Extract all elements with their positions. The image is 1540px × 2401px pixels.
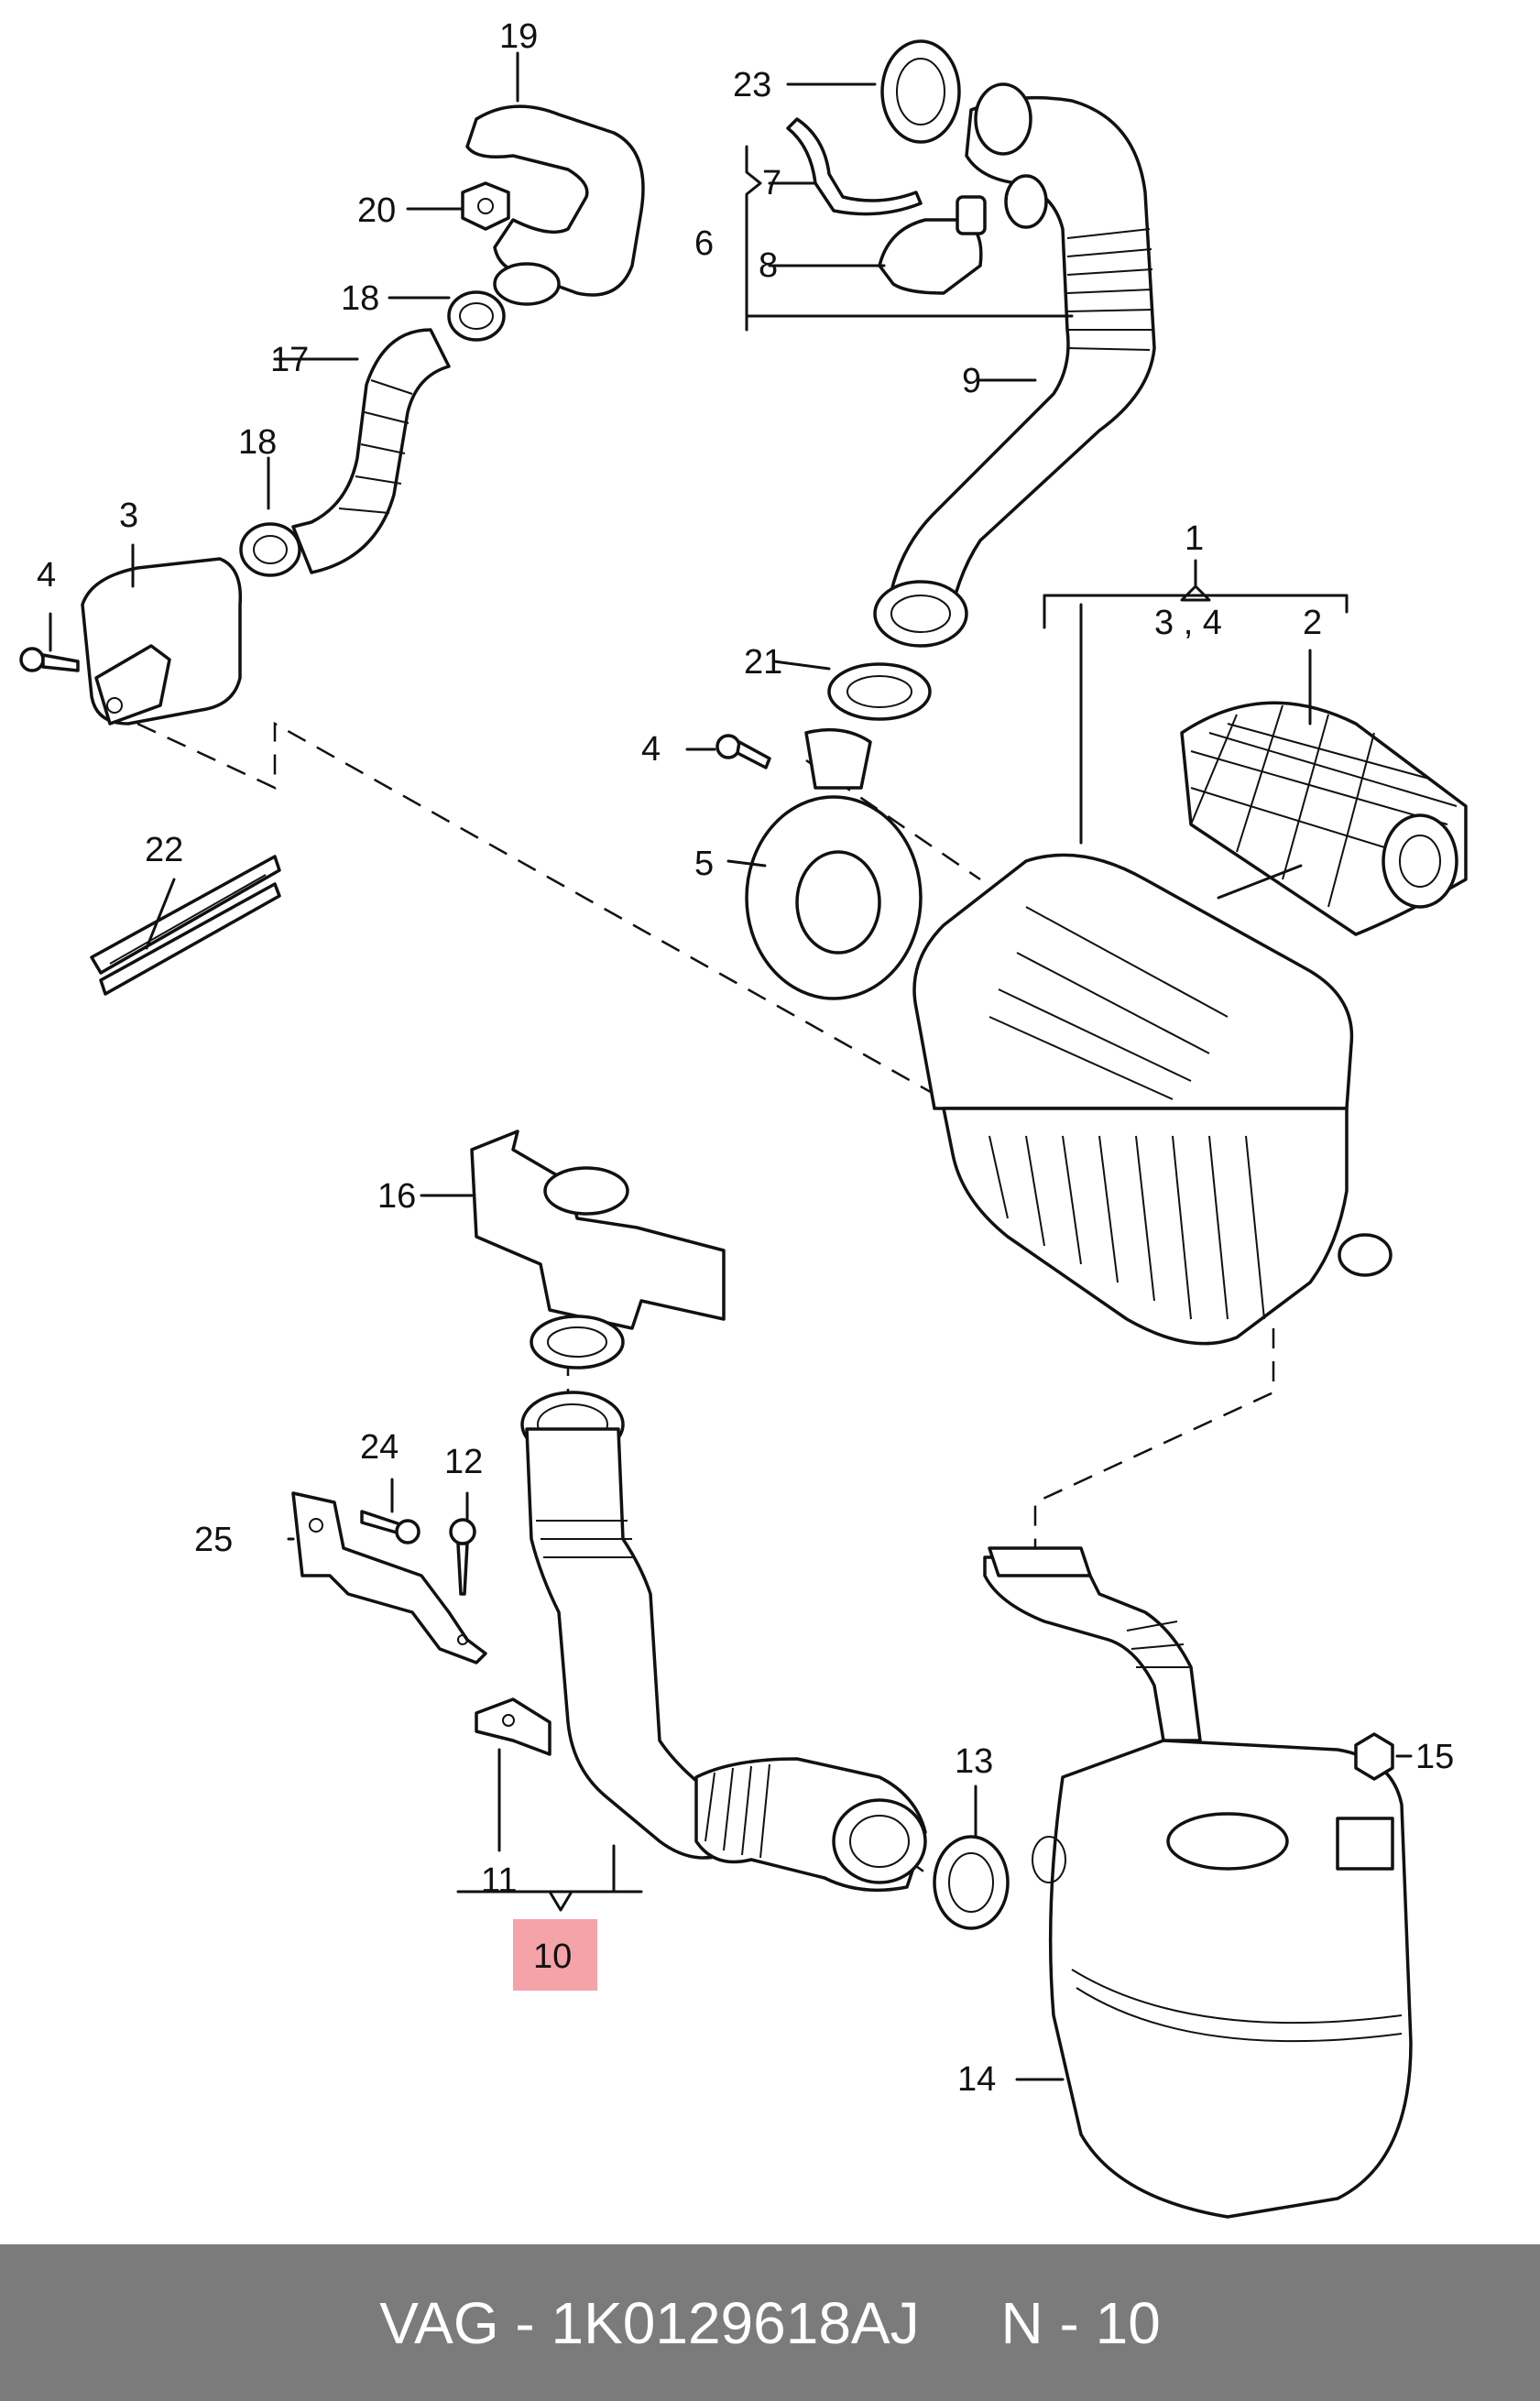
part-19-coolant-pipe	[465, 104, 645, 306]
callout-19: 19	[499, 17, 538, 56]
part-11-clip	[475, 1697, 552, 1756]
part-17-corrugated-hose	[291, 328, 451, 574]
part-15-nut	[1354, 1732, 1394, 1781]
part-4-screw-mid	[715, 734, 771, 769]
part-22-cable-tie	[90, 855, 281, 996]
callout-12: 12	[444, 1443, 483, 1481]
callout-5: 5	[694, 845, 714, 883]
callout-18-upper: 18	[341, 279, 379, 318]
part-12-screw	[449, 1518, 476, 1596]
callout-labels: 19 20 18 17 18 3 4 22 23 7 6 8 9 21 4 5 …	[37, 17, 1454, 2099]
footer-bar: VAG - 1K0129618AJ N - 10	[0, 2244, 1540, 2401]
part-23-clamp	[880, 39, 961, 144]
callout-8: 8	[759, 246, 778, 285]
part-1-air-filter-box	[912, 853, 1393, 1346]
callout-17: 17	[270, 341, 309, 379]
callout-16: 16	[377, 1177, 416, 1216]
callout-13: 13	[955, 1742, 993, 1781]
callout-2: 2	[1303, 604, 1322, 642]
callout-24: 24	[360, 1428, 399, 1467]
part-20-nut	[461, 181, 510, 231]
callout-21: 21	[744, 643, 782, 682]
callout-4-left: 4	[37, 556, 56, 595]
callout-20: 20	[357, 191, 396, 230]
callout-25: 25	[194, 1521, 233, 1559]
callout-1: 1	[1185, 519, 1204, 558]
part-4-screw-left	[19, 647, 80, 672]
callout-18-lower: 18	[238, 423, 277, 462]
part-25-bracket	[291, 1491, 487, 1664]
callout-10: 10	[533, 1937, 572, 1976]
part-10-intake-pipe	[520, 1391, 927, 1893]
part-18-clamp-upper	[447, 290, 506, 342]
part-9-intake-duct	[873, 82, 1156, 648]
callout-3: 3	[119, 497, 138, 535]
callout-7: 7	[762, 164, 781, 202]
footer-part-number: VAG - 1K0129618AJ N - 10	[379, 2289, 1161, 2356]
callout-3-4: 3 , 4	[1154, 604, 1222, 642]
part-2-filter-element	[1180, 701, 1468, 936]
part-13-clamp	[933, 1835, 1010, 1930]
callout-11: 11	[481, 1861, 517, 1900]
part-21-clamp	[827, 662, 932, 721]
part-8-valve	[878, 195, 987, 295]
part-24-screw	[360, 1510, 420, 1544]
highlight-box	[513, 1919, 597, 1991]
callout-9: 9	[962, 362, 981, 400]
part-16-bracket	[470, 1130, 726, 1370]
parts-diagram: 19 20 18 17 18 3 4 22 23 7 6 8 9 21 4 5 …	[19, 17, 1468, 2219]
leader-lines	[49, 51, 1413, 2081]
part-14-resonator	[983, 1546, 1413, 2219]
part-18-clamp-lower	[239, 522, 301, 577]
callout-22: 22	[145, 831, 183, 869]
part-3-sensor-housing	[81, 557, 243, 726]
callout-4-mid: 4	[641, 730, 661, 769]
callout-14: 14	[957, 2060, 996, 2099]
callout-6: 6	[694, 224, 714, 263]
part-5-seal-ring	[745, 727, 923, 1000]
callout-23: 23	[733, 66, 771, 104]
callout-15: 15	[1415, 1738, 1454, 1776]
part-7-vacuum-hose	[786, 117, 923, 216]
